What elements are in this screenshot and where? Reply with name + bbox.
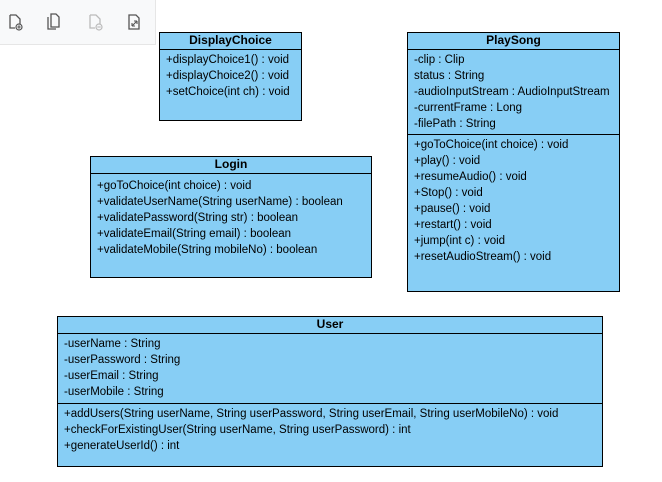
method-row: +setChoice(int ch) : void [166, 86, 290, 98]
fit-page-button[interactable] [123, 11, 145, 33]
attribute-row: -currentFrame : Long [414, 102, 523, 114]
method-row: +displayChoice2() : void [166, 70, 290, 82]
method-row: +jump(int c) : void [414, 235, 506, 247]
class-play-song[interactable]: PlaySong -clip : Clip status : String -a… [407, 32, 620, 292]
duplicate-page-icon [47, 13, 60, 30]
method-row: +validateUserName(String userName) : boo… [97, 196, 343, 208]
method-row: +checkForExistingUser(String userName, S… [64, 424, 411, 436]
add-page-icon [9, 14, 23, 31]
attribute-row: -userPassword : String [64, 354, 181, 366]
remove-page-button[interactable] [84, 11, 106, 33]
attribute-row: -clip : Clip [414, 54, 465, 66]
attributes-section: -clip : Clip status : String -audioInput… [408, 50, 619, 135]
methods-section: +goToChoice(int choice) : void +play() :… [408, 135, 619, 265]
attribute-row: status : String [414, 70, 485, 82]
class-name: DisplayChoice [160, 33, 301, 50]
page-toolbar [0, 0, 156, 45]
method-row: +validateMobile(String mobileNo) : boole… [97, 244, 318, 256]
method-row: +pause() : void [414, 203, 491, 215]
method-row: +play() : void [414, 155, 481, 167]
method-row: +resumeAudio() : void [414, 171, 527, 183]
method-row: +Stop() : void [414, 187, 483, 199]
method-row: +validatePassword(String str) : boolean [97, 212, 299, 224]
attribute-row: -filePath : String [414, 118, 496, 130]
add-page-button[interactable] [4, 11, 26, 33]
method-row: +validateEmail(String email) : boolean [97, 228, 292, 240]
class-name: PlaySong [408, 33, 619, 50]
duplicate-page-button[interactable] [43, 11, 65, 33]
class-display-choice[interactable]: DisplayChoice +displayChoice1() : void +… [159, 32, 302, 121]
method-row: +displayChoice1() : void [166, 54, 290, 66]
class-name: User [58, 317, 602, 334]
method-row: +resetAudioStream() : void [414, 251, 552, 263]
method-row: +restart() : void [414, 219, 492, 231]
method-row: +generateUserId() : int [64, 440, 180, 452]
method-row: +goToChoice(int choice) : void [414, 139, 569, 151]
methods-section: +goToChoice(int choice) : void +validate… [91, 174, 371, 258]
class-user[interactable]: User -userName : String -userPassword : … [57, 316, 603, 467]
method-row: +goToChoice(int choice) : void [97, 180, 252, 192]
attribute-row: -userName : String [64, 338, 161, 350]
attributes-section: -userName : String -userPassword : Strin… [58, 334, 602, 404]
methods-section: +addUsers(String userName, String userPa… [58, 404, 602, 454]
attribute-row: -userMobile : String [64, 386, 164, 398]
methods-section: +displayChoice1() : void +displayChoice2… [160, 50, 301, 100]
fit-page-icon [128, 14, 140, 30]
attribute-row: -audioInputStream : AudioInputStream [414, 86, 610, 98]
method-row: +addUsers(String userName, String userPa… [64, 408, 559, 420]
class-name: Login [91, 157, 371, 174]
remove-page-icon [89, 14, 103, 31]
attribute-row: -userEmail : String [64, 370, 159, 382]
class-login[interactable]: Login +goToChoice(int choice) : void +va… [90, 156, 372, 278]
